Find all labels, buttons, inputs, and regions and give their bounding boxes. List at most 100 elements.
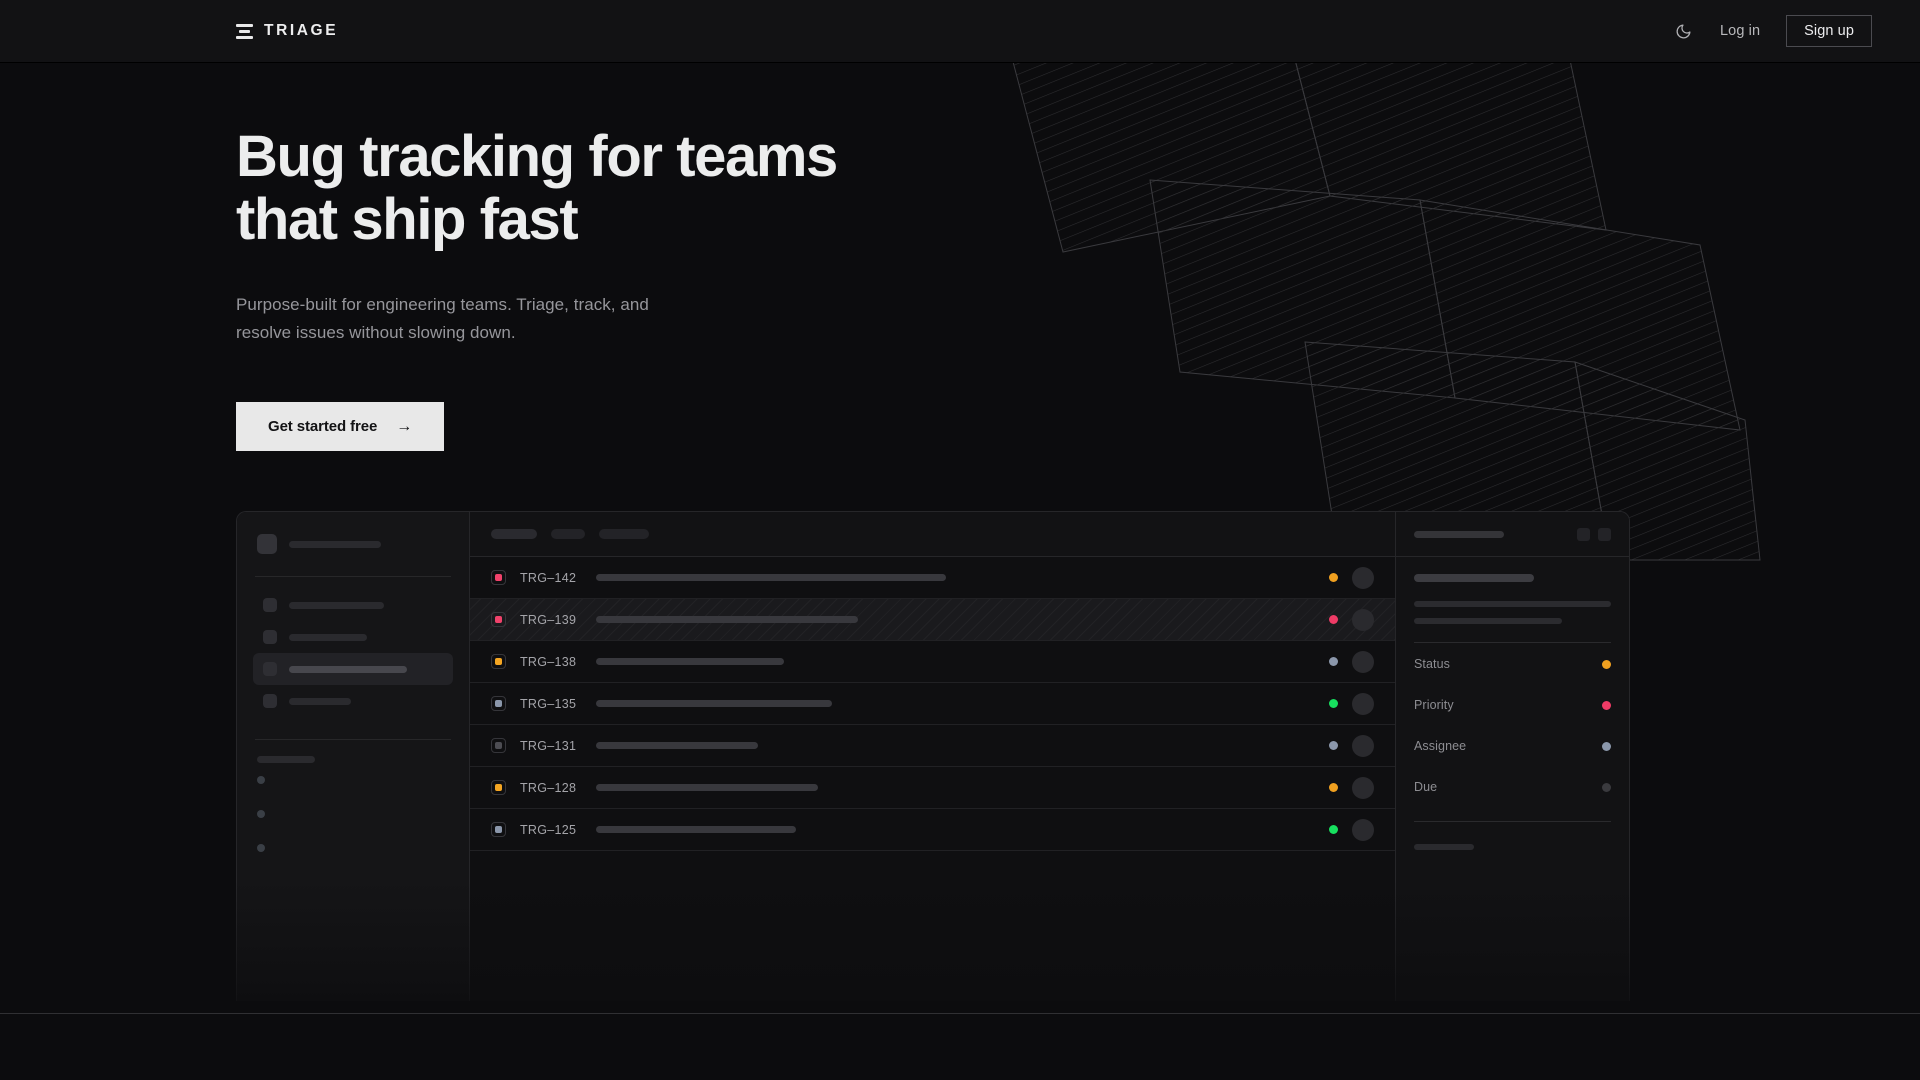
detail-action-button-1[interactable] bbox=[1577, 527, 1590, 541]
sidebar-item-2-icon bbox=[263, 630, 277, 645]
detail-title-placeholder bbox=[1414, 574, 1534, 583]
issue-id: TRG–128 bbox=[520, 780, 577, 795]
sidebar-item-1[interactable] bbox=[253, 589, 453, 621]
sidebar-item-4[interactable] bbox=[253, 685, 453, 717]
meta-label-due: Due bbox=[1414, 780, 1438, 795]
priority-icon bbox=[491, 570, 506, 586]
meta-label-status: Status bbox=[1414, 657, 1451, 672]
issue-id: TRG–138 bbox=[520, 654, 577, 669]
stacked-bars-logo-icon bbox=[236, 23, 253, 39]
tab-placeholder-3[interactable] bbox=[599, 529, 649, 540]
priority-icon bbox=[491, 822, 506, 838]
nav-actions: Log in Sign up bbox=[1672, 15, 1872, 47]
sidebar-sub-item-1-icon bbox=[257, 776, 265, 785]
sidebar-sub-item-2[interactable] bbox=[253, 797, 453, 831]
tab-placeholder-2[interactable] bbox=[551, 529, 585, 540]
issue-list-empty-area bbox=[470, 851, 1395, 1001]
issue-rows: TRG–142 TRG–139 bbox=[470, 557, 1395, 852]
status-dot bbox=[1329, 783, 1338, 793]
table-row[interactable]: TRG–142 bbox=[470, 557, 1395, 600]
meta-row-due[interactable]: Due bbox=[1414, 766, 1611, 807]
priority-icon bbox=[491, 738, 506, 754]
table-row[interactable]: TRG–128 bbox=[470, 767, 1395, 810]
brand-logo[interactable]: TRIAGE bbox=[236, 22, 338, 40]
workspace-name-placeholder bbox=[289, 540, 381, 548]
issue-title-placeholder bbox=[596, 658, 784, 666]
issue-list-panel: TRG–142 TRG–139 bbox=[470, 512, 1396, 1002]
row-meta bbox=[1329, 608, 1374, 631]
section-divider bbox=[0, 1013, 1920, 1014]
row-meta bbox=[1329, 734, 1374, 757]
sidebar-item-1-icon bbox=[263, 598, 277, 613]
sidebar-sub-item-3-icon bbox=[257, 844, 265, 853]
sidebar-item-2[interactable] bbox=[253, 621, 453, 653]
issue-id: TRG–142 bbox=[520, 570, 577, 585]
page-title: Bug tracking for teams that ship fast bbox=[236, 124, 996, 252]
table-row[interactable]: TRG–135 bbox=[470, 683, 1395, 726]
table-row[interactable]: TRG–125 bbox=[470, 809, 1395, 852]
issue-title-placeholder bbox=[596, 700, 832, 708]
workspace-avatar bbox=[257, 534, 277, 555]
detail-description-line-1 bbox=[1414, 601, 1611, 608]
row-meta bbox=[1329, 566, 1374, 589]
issue-id: TRG–125 bbox=[520, 822, 577, 837]
workspace-switcher[interactable] bbox=[253, 530, 453, 555]
login-link[interactable]: Log in bbox=[1720, 23, 1761, 39]
priority-badge bbox=[1602, 700, 1611, 710]
sidebar-sub-item-1[interactable] bbox=[253, 763, 453, 797]
priority-icon bbox=[491, 696, 506, 712]
detail-action-button-2[interactable] bbox=[1598, 527, 1611, 541]
table-row[interactable]: TRG–138 bbox=[470, 641, 1395, 684]
detail-breadcrumb-placeholder bbox=[1414, 530, 1504, 538]
avatar bbox=[1352, 692, 1374, 715]
avatar bbox=[1352, 650, 1374, 673]
issue-detail-panel: Status Priority Assignee Due bbox=[1396, 512, 1629, 1002]
moon-icon[interactable] bbox=[1672, 20, 1694, 42]
sidebar-item-4-icon bbox=[263, 694, 277, 709]
avatar bbox=[1352, 734, 1374, 757]
issue-title-placeholder bbox=[596, 574, 946, 582]
status-dot bbox=[1329, 615, 1338, 625]
cta-label: Get started free bbox=[268, 418, 378, 436]
meta-row-priority[interactable]: Priority bbox=[1414, 684, 1611, 725]
table-row[interactable]: TRG–131 bbox=[470, 725, 1395, 768]
hero-section: Bug tracking for teams that ship fast Pu… bbox=[0, 63, 1920, 452]
sidebar-nav bbox=[253, 577, 453, 717]
sidebar-item-3-label bbox=[289, 665, 407, 673]
sidebar-section-header bbox=[253, 740, 453, 764]
sidebar-divider-top bbox=[255, 576, 451, 578]
sidebar-divider-bottom bbox=[255, 739, 451, 741]
detail-divider-1 bbox=[1414, 642, 1611, 644]
issue-title-placeholder bbox=[596, 826, 796, 834]
get-started-button[interactable]: Get started free → bbox=[236, 402, 445, 452]
row-meta bbox=[1329, 650, 1374, 673]
issue-title-placeholder bbox=[596, 742, 758, 750]
table-row[interactable]: TRG–139 bbox=[470, 599, 1395, 642]
status-dot bbox=[1329, 657, 1338, 667]
tab-placeholder-1[interactable] bbox=[491, 529, 537, 540]
sidebar-item-3-icon bbox=[263, 662, 277, 677]
hero-title-line-1: Bug tracking for teams bbox=[236, 124, 838, 189]
sidebar-sub-item-3[interactable] bbox=[253, 831, 453, 865]
sidebar-item-3-active[interactable] bbox=[253, 653, 453, 686]
priority-icon bbox=[491, 654, 506, 670]
status-dot bbox=[1329, 573, 1338, 583]
detail-panel-header bbox=[1396, 512, 1629, 558]
assignee-badge bbox=[1602, 741, 1611, 751]
avatar bbox=[1352, 608, 1374, 631]
comment-item-1 bbox=[1414, 850, 1611, 864]
top-navbar: TRIAGE Log in Sign up bbox=[0, 0, 1920, 63]
meta-label-assignee: Assignee bbox=[1414, 739, 1467, 754]
issue-list-toolbar bbox=[470, 512, 1395, 558]
hero-title-line-2: that ship fast bbox=[236, 186, 579, 252]
sidebar-section-label bbox=[257, 756, 315, 764]
status-dot bbox=[1329, 699, 1338, 709]
brand-name: TRIAGE bbox=[264, 22, 339, 39]
meta-row-assignee[interactable]: Assignee bbox=[1414, 725, 1611, 766]
signup-button[interactable]: Sign up bbox=[1786, 15, 1872, 47]
row-meta bbox=[1329, 818, 1374, 841]
issue-title-placeholder bbox=[596, 616, 858, 624]
priority-icon bbox=[491, 612, 506, 628]
meta-row-status[interactable]: Status bbox=[1414, 643, 1611, 684]
